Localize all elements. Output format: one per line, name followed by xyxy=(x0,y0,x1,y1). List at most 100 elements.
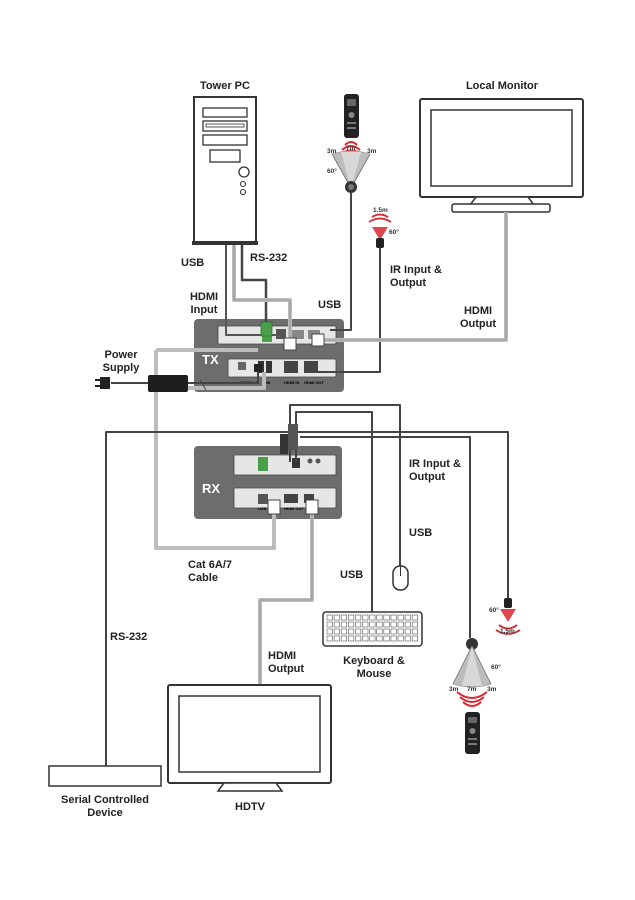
keyboard-key xyxy=(376,628,383,635)
serial-controlled-device xyxy=(48,765,162,787)
keyboard-key xyxy=(404,635,411,642)
usb-rx2-label: USB xyxy=(340,569,364,581)
keyboard-key xyxy=(411,628,419,635)
top-range-angle: 60° xyxy=(327,168,337,175)
keyboard xyxy=(322,611,423,647)
top-ir-range-fan xyxy=(331,150,371,193)
bottom-range-right: 3m xyxy=(487,686,497,693)
tower-pc-label: Tower PC xyxy=(200,80,250,92)
mouse xyxy=(392,565,409,591)
keyboard-key xyxy=(397,628,404,635)
bottom-range-center: 7m xyxy=(467,686,477,693)
keyboard-key xyxy=(347,628,355,635)
top-sensor-angle: 60° xyxy=(389,229,399,236)
keyboard-key xyxy=(355,635,362,642)
keyboard-key xyxy=(390,635,397,642)
keyboard-key xyxy=(411,621,419,628)
hdtv-label: HDTV xyxy=(235,801,265,813)
keyboard-key xyxy=(355,621,362,628)
keyboard-key xyxy=(411,614,419,621)
bottom-ir-remote xyxy=(456,691,488,754)
cat-cable-label: Cat 6A/7 Cable xyxy=(188,559,233,584)
ir-rx-label: IR Input & Output xyxy=(409,458,461,483)
keyboard-key xyxy=(390,614,397,621)
keyboard-key xyxy=(333,635,340,642)
bottom-ir-sensor xyxy=(495,598,521,635)
bottom-ir-range-fan xyxy=(452,638,492,688)
keyboard-mouse-label: Keyboard & Mouse xyxy=(343,655,405,680)
keyboard-key xyxy=(355,628,362,635)
hdmi-output-local-label: HDMI Output xyxy=(459,305,497,330)
keyboard-key xyxy=(347,621,355,628)
tower-pc xyxy=(192,96,258,245)
keyboard-key xyxy=(397,635,404,642)
keyboard-key xyxy=(355,614,362,621)
keyboard-key xyxy=(369,614,376,621)
keyboard-key xyxy=(333,614,340,621)
keyboard-key xyxy=(383,614,390,621)
keyboard-key xyxy=(411,635,419,642)
keyboard-key xyxy=(376,614,383,621)
ir-tx-label: IR Input & Output xyxy=(390,264,442,289)
keyboard-key xyxy=(404,621,411,628)
keyboard-key xyxy=(404,628,411,635)
tx-port-2: USB xyxy=(262,380,271,385)
keyboard-key xyxy=(376,635,383,642)
usb-rx1-label: USB xyxy=(409,527,433,539)
keyboard-key xyxy=(333,621,340,628)
keyboard-key xyxy=(347,614,355,621)
keyboard-key xyxy=(347,635,355,642)
local-monitor-label: Local Monitor xyxy=(465,80,539,92)
keyboard-key xyxy=(397,614,404,621)
top-range-right: 3m xyxy=(367,148,377,155)
keyboard-key xyxy=(362,621,369,628)
keyboard-key xyxy=(340,614,348,621)
power-supply-label: Power Supply xyxy=(102,349,140,374)
tx-port-4: HDMI OUT xyxy=(304,380,324,385)
top-sensor-distance: 1.5m xyxy=(373,207,388,214)
keyboard-key xyxy=(383,635,390,642)
bottom-range-left: 3m xyxy=(449,686,459,693)
keyboard-key xyxy=(390,621,397,628)
power-supply-unit xyxy=(95,375,207,392)
top-range-center: 7m xyxy=(346,145,356,152)
keyboard-key xyxy=(362,614,369,621)
serial-device-label: Serial Controlled Device xyxy=(60,794,150,819)
keyboard-key xyxy=(397,621,404,628)
rx-unit: RX USB HDMI OUT xyxy=(194,446,342,519)
keyboard-key xyxy=(362,635,369,642)
tx-port-3: HDMI IN xyxy=(284,380,299,385)
rx-port-2: HDMI OUT xyxy=(284,506,304,511)
keyboard-key xyxy=(383,621,390,628)
keyboard-key xyxy=(340,635,348,642)
top-range-left: 3m xyxy=(327,148,337,155)
bottom-sensor-distance: 1.5m xyxy=(500,628,515,635)
keyboard-key xyxy=(376,621,383,628)
keyboard-key xyxy=(383,628,390,635)
keyboard-key xyxy=(326,628,333,635)
top-ir-sensor xyxy=(368,213,392,248)
usb-tx-label: USB xyxy=(318,299,342,311)
bottom-sensor-angle: 60° xyxy=(489,607,499,614)
keyboard-key xyxy=(390,628,397,635)
hdmi-input-label: HDMI Input xyxy=(189,291,219,316)
keyboard-key xyxy=(369,635,376,642)
keyboard-key xyxy=(362,628,369,635)
tx-label: TX xyxy=(202,352,219,367)
rx-port-1: USB xyxy=(258,506,267,511)
keyboard-key xyxy=(333,628,340,635)
keyboard-key xyxy=(340,621,348,628)
cable-connectors xyxy=(254,321,325,515)
cables xyxy=(105,193,509,766)
keyboard-key xyxy=(404,614,411,621)
keyboard-key xyxy=(326,635,333,642)
rx-label: RX xyxy=(202,481,220,496)
keyboard-key xyxy=(326,614,333,621)
local-monitor xyxy=(419,98,584,213)
hdtv xyxy=(167,684,332,792)
hdmi-output-tv-label: HDMI Output xyxy=(268,650,305,675)
keyboard-key xyxy=(326,621,333,628)
rs232-pc-label: RS-232 xyxy=(250,252,288,264)
